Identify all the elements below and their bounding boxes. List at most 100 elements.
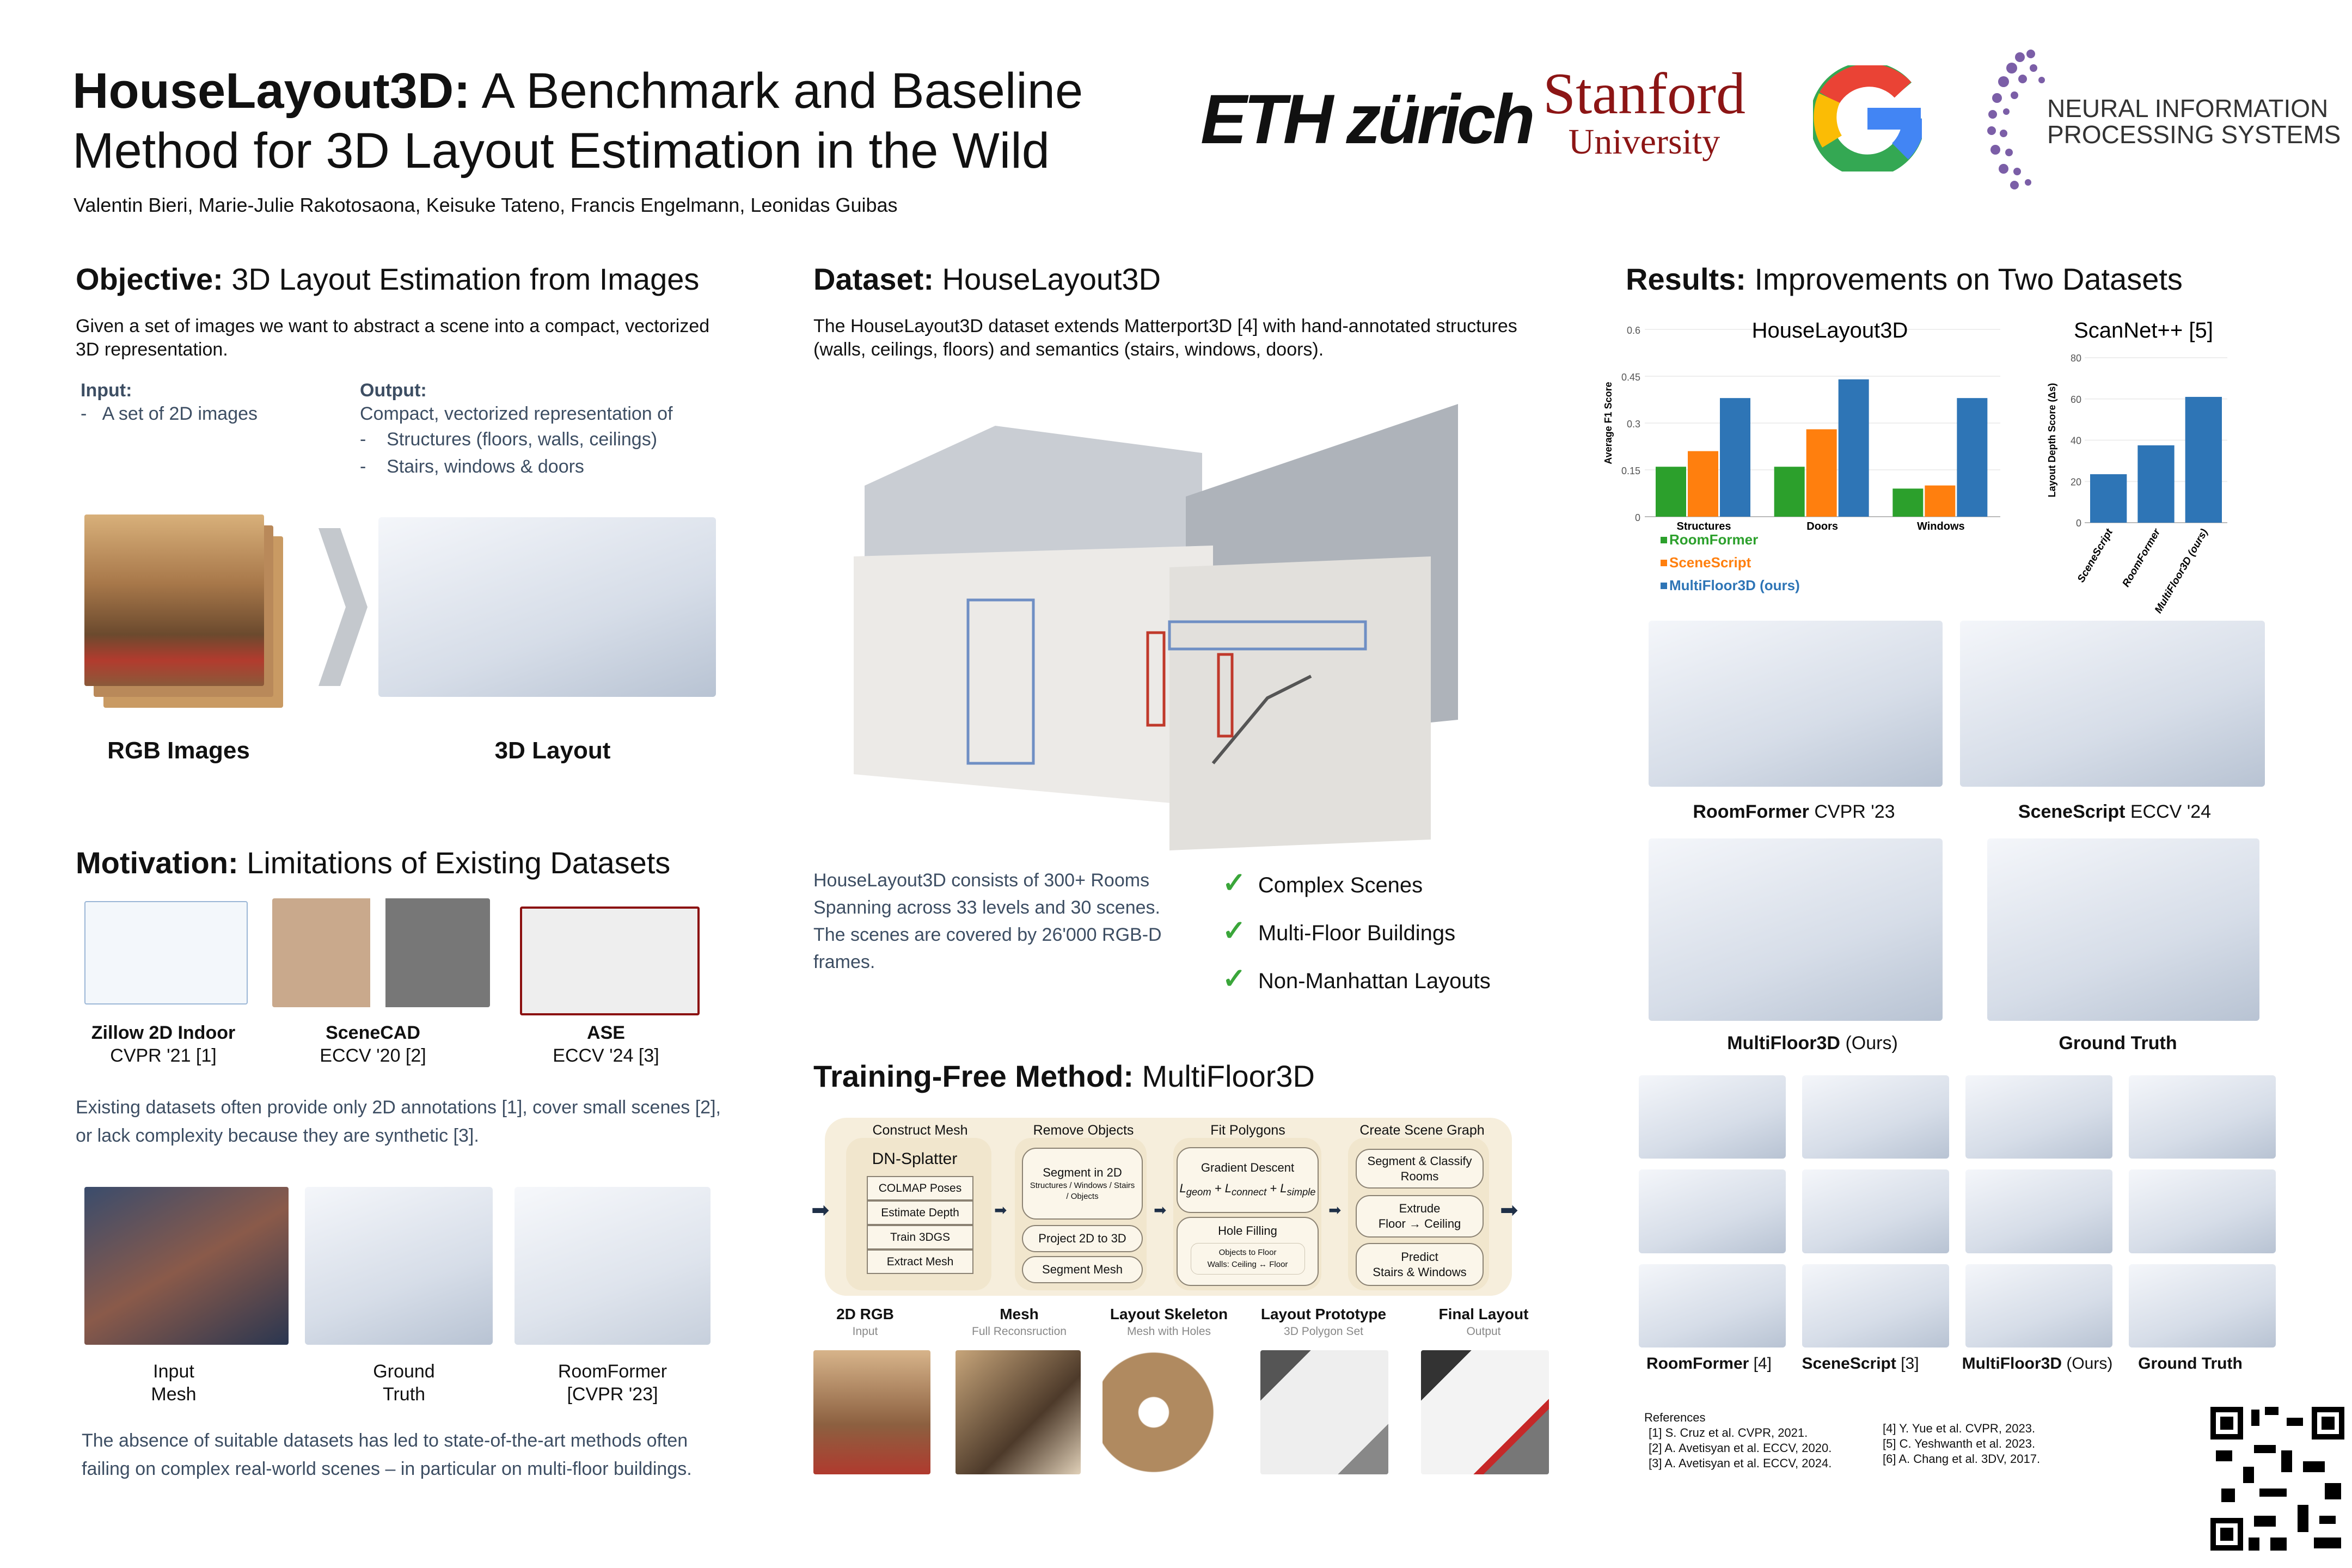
dataset-text: The HouseLayout3D dataset extends Matter…	[813, 316, 1517, 360]
bar-roomformer	[1892, 488, 1924, 517]
output-title: 2D RGB	[836, 1306, 894, 1322]
references-col1: [1] S. Cruz et al. CVPR, 2021. [2] A. Av…	[1649, 1425, 1832, 1471]
bar-scenescript	[2090, 474, 2127, 523]
y-axis-label: Average F1 Score	[1603, 382, 1614, 464]
heading-bold: Dataset:	[813, 262, 934, 296]
y-tick-label: 0	[2076, 518, 2081, 529]
output-subtitle: 3D Polygon Set	[1284, 1325, 1363, 1338]
dataset-venue: CVPR '21 [1]	[110, 1045, 217, 1066]
bar-roomformer	[2137, 445, 2175, 523]
checkmark-icon: ✓	[1222, 867, 1246, 899]
y-tick-label: 0	[1635, 512, 1640, 523]
scenescript-result-image	[1960, 621, 2265, 787]
step-box: Extract Mesh	[867, 1250, 973, 1274]
dataset-name: ASE	[587, 1022, 625, 1043]
output-text: Compact, vectorized representation of	[360, 403, 673, 424]
heading-bold: Motivation:	[76, 846, 238, 880]
arrow-right-icon: ➡	[994, 1202, 1007, 1218]
x-tick-label: MultiFloor3D (ours)	[2153, 527, 2210, 615]
grid-label: Ground Truth	[2138, 1355, 2243, 1373]
output-item: - Structures (floors, walls, ceilings)	[360, 429, 658, 450]
3d-layout-label: 3D Layout	[494, 737, 611, 764]
rgb-image	[84, 514, 264, 686]
feature-item: ✓ Multi-Floor Buildings	[1222, 908, 1491, 956]
roomformer-image	[514, 1187, 710, 1345]
bar-multifloor3d	[2185, 396, 2222, 523]
dataset-heading: Dataset: HouseLayout3D	[813, 261, 1161, 297]
legend-label: SceneScript	[1669, 554, 1751, 571]
label-bold: SceneScript	[2018, 801, 2126, 822]
label-bold: RoomFormer	[1646, 1355, 1749, 1373]
references-col2: [4] Y. Yue et al. CVPR, 2023. [5] C. Yes…	[1883, 1421, 2040, 1467]
university-text: University	[1568, 122, 1720, 162]
heading-rest: 3D Layout Estimation from Images	[223, 262, 700, 296]
label-bold: RoomFormer	[1693, 801, 1809, 822]
label-text: RGB Images	[107, 737, 250, 764]
step-box: Estimate Depth	[867, 1200, 973, 1225]
feature-list: ✓ Complex Scenes ✓ Multi-Floor Buildings…	[1222, 860, 1491, 1004]
grid-image	[1639, 1264, 1786, 1347]
title-bold: HouseLayout3D:	[72, 63, 470, 119]
loss-formula: Lgeom + Lconnect + Lsimple	[1180, 1181, 1316, 1199]
arrow-right-icon: ➡	[811, 1198, 830, 1222]
arrow-right-icon: ➡	[1154, 1202, 1167, 1218]
loss-part: + L	[1211, 1181, 1232, 1196]
reference-item: [6] A. Chang et al. 3DV, 2017.	[1883, 1452, 2041, 1466]
feature-item: ✓ Complex Scenes	[1222, 860, 1491, 908]
mesh-image	[955, 1350, 1081, 1474]
feature-text: Complex Scenes	[1258, 873, 1423, 897]
multifloor3d-result-image	[1649, 838, 1943, 1021]
heading-rest: MultiFloor3D	[1134, 1059, 1315, 1093]
grid-image	[1802, 1075, 1949, 1159]
arrow-right-icon: ➡	[1328, 1202, 1342, 1218]
input-item: - A set of 2D images	[81, 403, 258, 424]
dataset-name: Zillow 2D Indoor	[91, 1022, 236, 1043]
loss-sub: simple	[1287, 1186, 1316, 1198]
output-item-text: Stairs, windows & doors	[387, 456, 584, 477]
label-text: 3D Layout	[494, 737, 611, 764]
heading-bold: Results:	[1626, 262, 1746, 296]
grid-image	[1802, 1264, 1949, 1347]
y-tick-label: 0.45	[1621, 372, 1640, 383]
qr-code[interactable]	[2210, 1407, 2344, 1551]
stat-line: The scenes are covered by 26'000 RGB-D	[813, 924, 1162, 945]
heading-bold: Training-Free Method:	[813, 1059, 1134, 1093]
grid-image	[1965, 1169, 2112, 1253]
detail-line: Objects to Floor	[1218, 1248, 1277, 1257]
authors: Valentin Bieri, Marie-Julie Rakotosaona,…	[74, 194, 898, 216]
output-subtitle: Output	[1466, 1325, 1501, 1338]
title-rest: A Benchmark and Baseline	[470, 63, 1083, 119]
chart-title: ScanNet++ [5]	[2074, 318, 2213, 342]
output-block: Output: Compact, vectorized representati…	[360, 379, 673, 480]
ground-truth-image	[305, 1187, 493, 1345]
label-rest: (Ours)	[1840, 1033, 1898, 1054]
neurips-line2: PROCESSING SYSTEMS	[2047, 120, 2341, 149]
label-rest: [3]	[1896, 1355, 1919, 1373]
box-text: Extrude	[1399, 1202, 1441, 1215]
x-tick-label: Doors	[1806, 520, 1838, 532]
label-line2: Mesh	[151, 1384, 197, 1405]
result-label: MultiFloor3D (Ours)	[1727, 1033, 1898, 1054]
detail-line: Walls: Ceiling ↔ Floor	[1207, 1260, 1288, 1269]
y-tick-label: 80	[2071, 353, 2081, 364]
output-item-text: Structures (floors, walls, ceilings)	[387, 429, 658, 450]
box-text: Segment in 2D	[1043, 1166, 1122, 1179]
y-tick-label: 40	[2071, 436, 2081, 446]
y-tick-label: 0.6	[1627, 325, 1640, 336]
label-rest: [4]	[1749, 1355, 1772, 1373]
input-mesh-image	[84, 1187, 289, 1345]
project-box: Project 2D to 3D	[1022, 1225, 1143, 1252]
final-layout-image	[1421, 1350, 1549, 1474]
heading-rest: HouseLayout3D	[933, 262, 1161, 296]
y-tick-label: 0.3	[1627, 419, 1640, 430]
rgb-images-label: RGB Images	[107, 737, 250, 764]
output-title: Final Layout	[1438, 1306, 1529, 1322]
loss-sub: connect	[1231, 1186, 1267, 1198]
checkmark-icon: ✓	[1222, 963, 1246, 995]
